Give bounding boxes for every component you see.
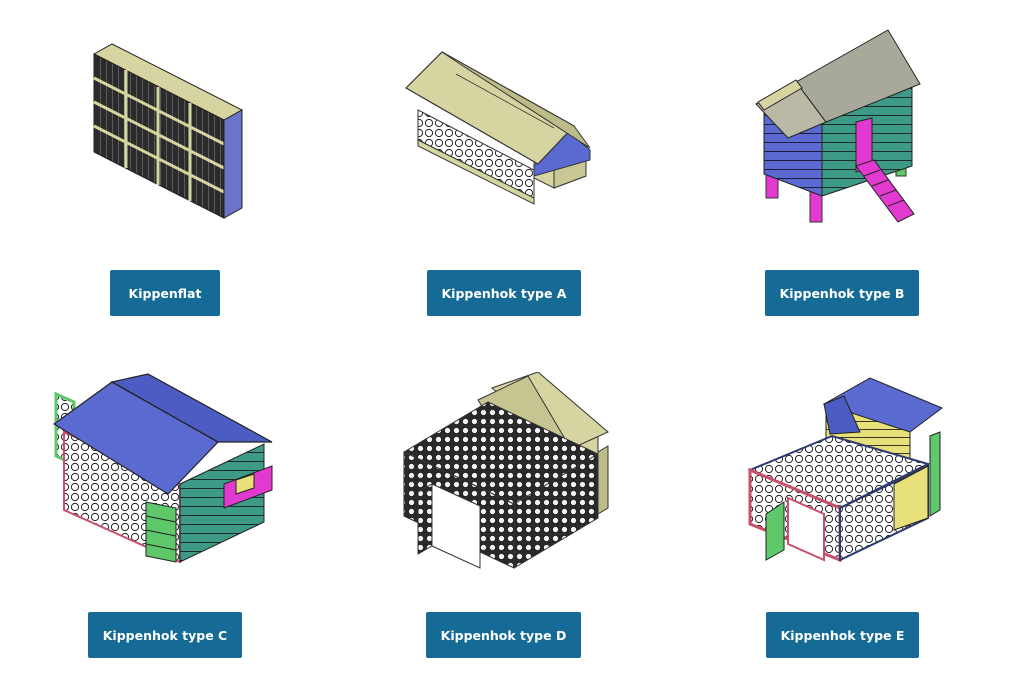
kippenhok-type-d-button[interactable]: Kippenhok type D	[426, 612, 581, 658]
chicken-coop-type-b-3d-drawing-icon	[755, 29, 921, 223]
kippenhok-type-b-button[interactable]: Kippenhok type B	[765, 270, 919, 316]
chicken-coop-type-c-3d-drawing-icon	[52, 373, 273, 564]
chicken-coop-type-a-3d-drawing-icon	[405, 51, 591, 205]
kippenhok-type-e-button[interactable]: Kippenhok type E	[766, 612, 919, 658]
kippenhok-type-c-button[interactable]: Kippenhok type C	[88, 612, 242, 658]
kippenflat-button[interactable]: Kippenflat	[110, 270, 220, 316]
chicken-coop-type-d-3d-drawing-icon	[402, 372, 609, 569]
chicken-coop-type-e-3d-drawing-icon	[747, 377, 943, 563]
kippenhok-type-a-button[interactable]: Kippenhok type A	[427, 270, 581, 316]
chicken-flat-3d-drawing-icon	[92, 43, 244, 219]
